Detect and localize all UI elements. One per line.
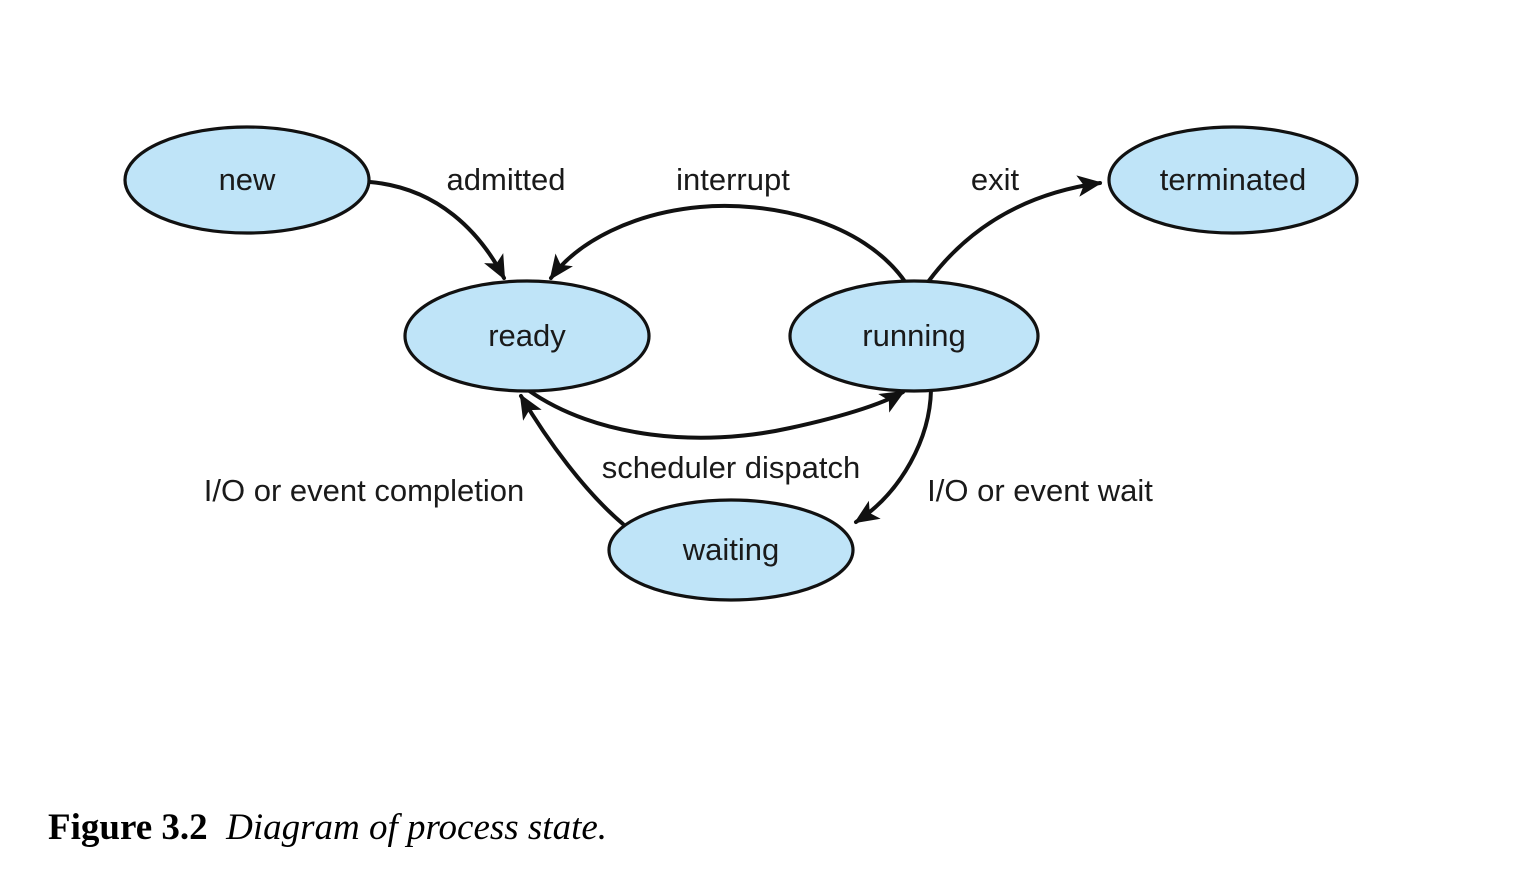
- edge-label-admitted: admitted: [447, 162, 566, 197]
- figure-caption-description: Diagram of process state.: [226, 807, 608, 848]
- node-ready-ellipse[interactable]: [403, 279, 651, 393]
- node-terminated-ellipse[interactable]: [1107, 125, 1359, 235]
- node-new[interactable]: new: [123, 125, 371, 235]
- node-new-ellipse[interactable]: [123, 125, 371, 235]
- node-terminated[interactable]: terminated: [1107, 125, 1359, 235]
- edge-label-io-event-completion: I/O or event completion: [204, 473, 525, 508]
- edge-io-event-wait: [853, 388, 933, 524]
- node-ready-label: ready: [488, 318, 566, 353]
- node-waiting[interactable]: waiting: [607, 498, 855, 602]
- figure-caption-number: Figure 3.2: [48, 807, 208, 848]
- edge-label-exit: exit: [971, 162, 1020, 197]
- node-waiting-label: waiting: [682, 532, 780, 567]
- edge-label-scheduler-dispatch: scheduler dispatch: [602, 450, 861, 485]
- edge-exit: [926, 175, 1103, 284]
- edge-interrupt: [549, 203, 908, 285]
- edge-label-io-event-wait: I/O or event wait: [927, 473, 1153, 508]
- node-waiting-ellipse[interactable]: [607, 498, 855, 602]
- figure-caption: Figure 3.2 Diagram of process state.: [48, 806, 607, 849]
- edge-io-event-completion: [519, 393, 625, 526]
- node-running[interactable]: running: [788, 279, 1040, 393]
- node-new-label: new: [219, 162, 276, 197]
- node-running-ellipse[interactable]: [788, 279, 1040, 393]
- edge-label-interrupt: interrupt: [676, 162, 790, 197]
- node-running-label: running: [862, 318, 965, 353]
- node-ready[interactable]: ready: [403, 279, 651, 393]
- node-terminated-label: terminated: [1160, 162, 1306, 197]
- edge-scheduler-dispatch: [526, 388, 906, 440]
- edge-admitted: [368, 180, 506, 281]
